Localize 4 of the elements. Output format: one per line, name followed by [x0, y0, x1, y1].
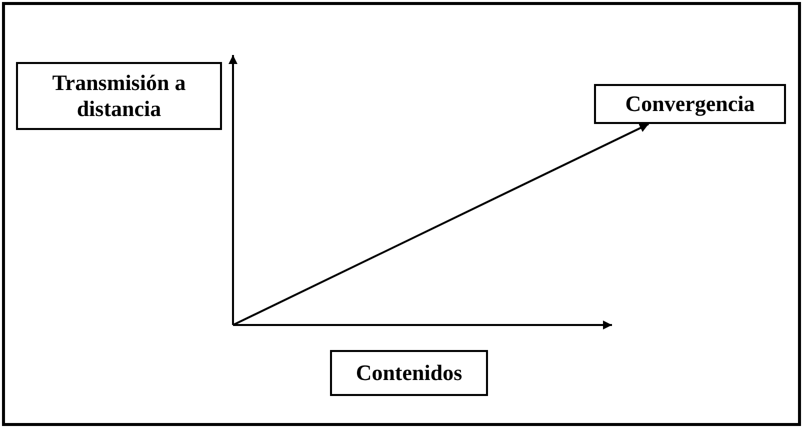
- label-box: Convergencia: [594, 84, 786, 124]
- arrow: [232, 123, 650, 326]
- label-box: Contenidos: [330, 350, 488, 396]
- label-box: Transmisión a distancia: [16, 62, 222, 130]
